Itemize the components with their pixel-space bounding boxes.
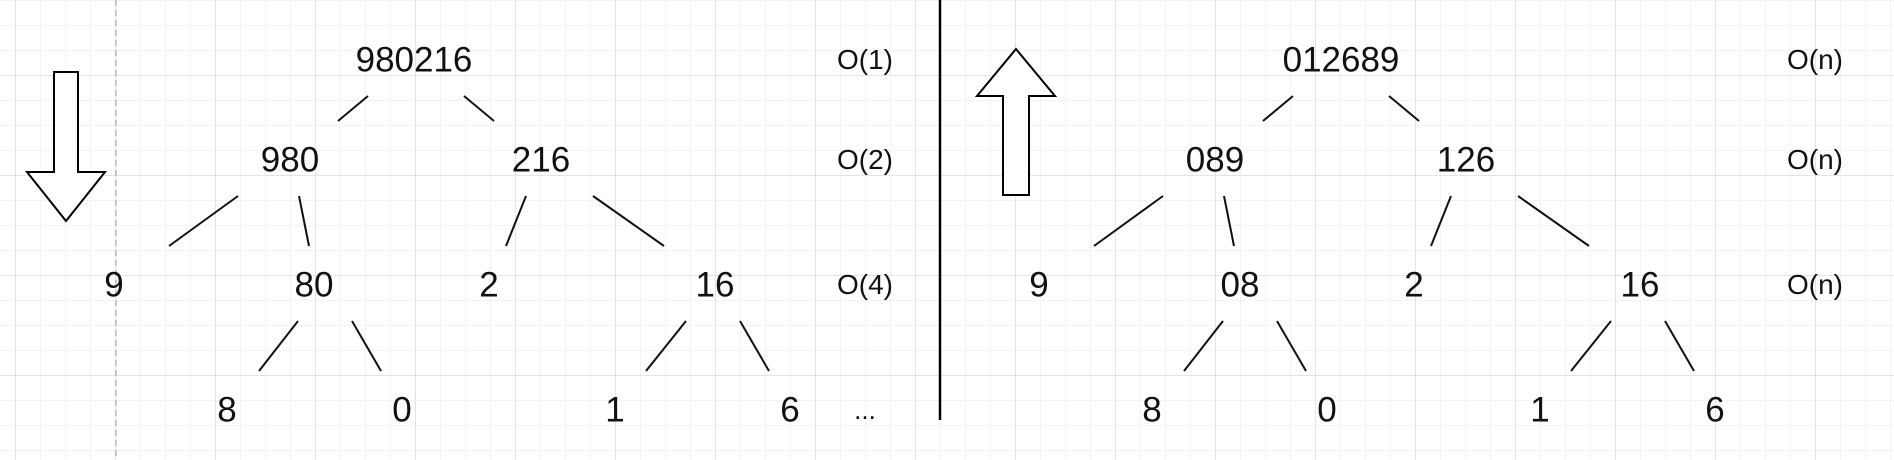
- complexity-label: O(4): [837, 269, 893, 300]
- ellipsis-label: ...: [854, 395, 876, 425]
- left-tree-node: 9: [104, 265, 124, 305]
- complexity-label: O(1): [837, 44, 893, 75]
- left-tree-edges: [168, 95, 770, 372]
- complexity-label: O(n): [1787, 44, 1843, 75]
- left-tree-leaf: 0: [392, 390, 412, 430]
- complexity-label: O(n): [1787, 144, 1843, 175]
- left-tree-leaf: 1: [605, 390, 625, 430]
- left-tree-root: 980216: [355, 40, 473, 80]
- down-arrow-icon: [24, 71, 108, 223]
- tree-edge: [1430, 195, 1452, 247]
- right-tree-node: 16: [1620, 265, 1660, 305]
- right-tree-node: 08: [1220, 265, 1260, 305]
- tree-edge: [298, 195, 310, 247]
- tree-edge: [1223, 195, 1235, 247]
- left-tree-node: 2: [479, 265, 499, 305]
- left-tree-node: 80: [294, 265, 334, 305]
- tree-edge: [1262, 95, 1294, 122]
- tree-edge: [1664, 320, 1695, 372]
- tree-edge: [505, 195, 527, 247]
- right-tree-node: 2: [1404, 265, 1424, 305]
- tree-edge: [1517, 195, 1590, 247]
- right-tree-edges: [1093, 95, 1695, 372]
- complexity-label: O(n): [1787, 269, 1843, 300]
- tree-edge: [592, 195, 665, 247]
- tree-edge: [1183, 320, 1224, 372]
- tree-edge: [739, 320, 770, 372]
- tree-edge: [1093, 195, 1164, 247]
- tree-edge: [463, 95, 495, 122]
- tree-edge: [168, 195, 239, 247]
- right-tree-leaf: 1: [1530, 390, 1550, 430]
- left-tree-leaf: 6: [780, 390, 800, 430]
- up-arrow-icon: [974, 47, 1058, 196]
- left-tree-node: 16: [695, 265, 735, 305]
- left-tree-node: 216: [511, 140, 571, 180]
- left-tree-node: 980: [260, 140, 320, 180]
- right-tree-node: 9: [1029, 265, 1049, 305]
- right-tree-root: 012689: [1282, 40, 1400, 80]
- right-tree-leaf: 0: [1317, 390, 1337, 430]
- complexity-label: O(2): [837, 144, 893, 175]
- tree-edge: [645, 320, 687, 372]
- tree-edge: [351, 320, 382, 372]
- tree-edge: [1276, 320, 1307, 372]
- right-tree-leaf: 6: [1705, 390, 1725, 430]
- left-tree-leaf: 8: [217, 390, 237, 430]
- right-tree-leaf: 8: [1142, 390, 1162, 430]
- tree-edge: [1388, 95, 1420, 122]
- tree-edge: [258, 320, 299, 372]
- tree-edge: [337, 95, 369, 122]
- right-tree-node: 089: [1185, 140, 1245, 180]
- tree-edge: [1570, 320, 1612, 372]
- right-tree-node: 126: [1436, 140, 1496, 180]
